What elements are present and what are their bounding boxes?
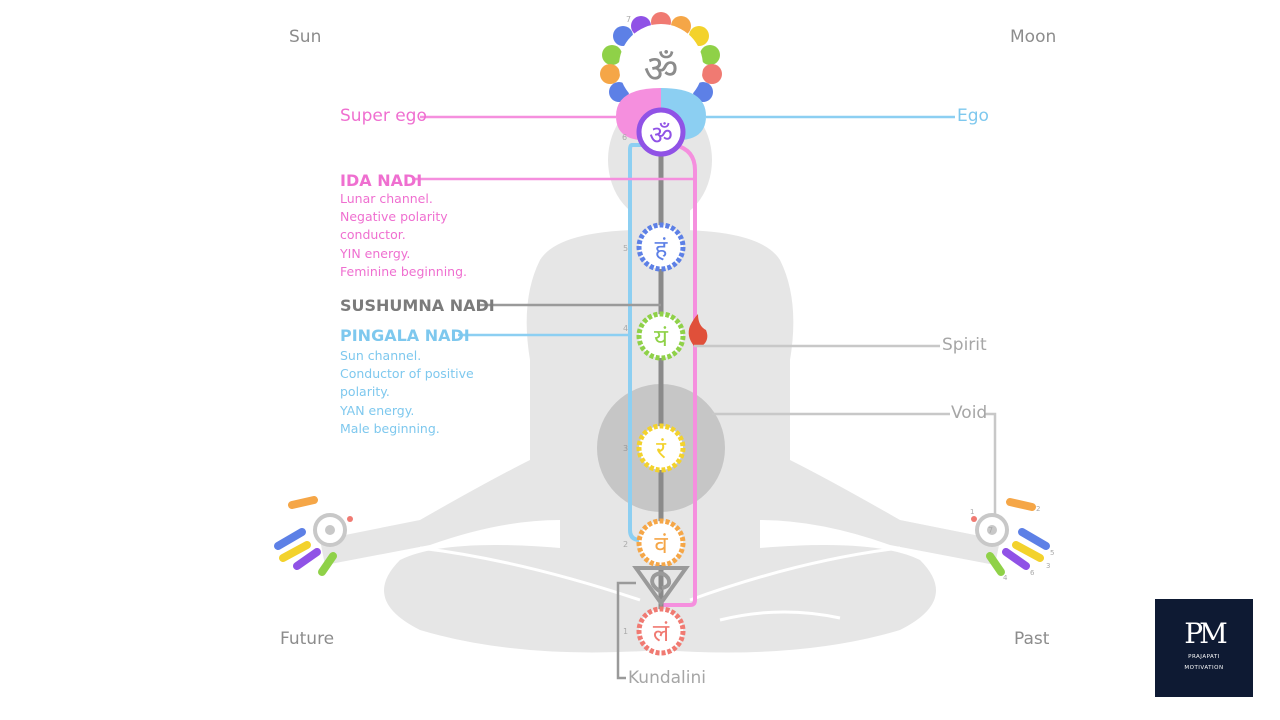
leg-lines (419, 546, 901, 622)
chakra-2-number: 2 (623, 540, 628, 549)
pingala-nadi-description: Sun channel. Conductor of positive polar… (340, 347, 490, 438)
ida-line: Lunar channel. (340, 191, 433, 206)
sun-label: Sun (289, 27, 322, 47)
pingala-line: polarity. (340, 384, 390, 400)
sushumna-nadi-title: SUSHUMNA NADI (340, 296, 495, 315)
pingala-line: YAN energy. (340, 402, 415, 418)
crown-petals (600, 12, 722, 108)
chakra-3-glyph: रं (656, 436, 667, 464)
chakra-6-glyph: ॐ (649, 121, 673, 151)
left-hand (274, 496, 353, 576)
chakra-7-glyph: ॐ (644, 47, 679, 91)
hand-number-1: 1 (970, 508, 974, 516)
pingala-nadi-title: PINGALA NADI (340, 326, 470, 345)
chakra-2-glyph: वं (654, 531, 668, 559)
hand-number-7: 7 (988, 526, 993, 535)
hand-number-3: 3 (1046, 562, 1050, 570)
logo-line-1: PRAJAPATI (1188, 654, 1220, 660)
pingala-line: Conductor of positive (340, 366, 474, 382)
void-label: Void (951, 403, 988, 423)
chakra-5-glyph: हं (655, 235, 669, 263)
ida-nadi-title: IDA NADI (340, 171, 423, 190)
chakra-1: लं 1 (623, 606, 686, 656)
past-label: Past (1014, 629, 1050, 649)
future-label: Future (280, 629, 335, 649)
moon-label: Moon (1010, 27, 1057, 47)
chakra-4-number: 4 (623, 324, 628, 333)
super-ego-label: Super ego (340, 106, 427, 126)
chakra-5-number: 5 (623, 244, 628, 253)
ida-channel (660, 143, 697, 607)
right-hand: 1 2 5 3 6 4 7 (970, 498, 1054, 582)
ida-line: conductor. (340, 227, 406, 243)
hand-number-2: 2 (1036, 505, 1040, 513)
hand-number-5: 5 (1050, 549, 1054, 557)
chakra-5: हं 5 (623, 222, 686, 272)
spirit-label: Spirit (942, 335, 987, 355)
ida-line: YIN energy. (340, 245, 411, 261)
chakra-7-number: 7 (626, 15, 631, 24)
chakra-4-glyph: यं (654, 324, 669, 352)
kundalini-triangle (632, 566, 690, 607)
hand-number-4: 4 (1003, 574, 1008, 582)
ida-nadi-description: Lunar channel. Negative polarity conduct… (340, 190, 490, 281)
pingala-line: Sun channel. (340, 348, 422, 363)
ida-line: Feminine beginning. (340, 263, 468, 279)
chakra-6-number: 6 (622, 133, 627, 142)
chakra-3: रं 3 (623, 423, 686, 473)
chakra-1-number: 1 (623, 627, 628, 636)
chakra-4: यं 4 (623, 311, 686, 361)
pingala-line: Male beginning. (340, 420, 440, 436)
logo-monogram: PM (1184, 617, 1228, 650)
chakra-2: वं 2 (623, 518, 686, 568)
logo-line-2: MOTIVATION (1184, 665, 1224, 671)
brand-logo: PM PRAJAPATI MOTIVATION (1155, 599, 1253, 697)
pingala-channel (628, 143, 656, 542)
third-eye-ring (616, 88, 706, 157)
kundalini-label: Kundalini (628, 668, 707, 688)
chakra-3-number: 3 (623, 444, 628, 453)
hand-number-6: 6 (1030, 569, 1035, 577)
chakra-1-glyph: लं (653, 619, 670, 647)
leader-lines (412, 115, 997, 680)
ida-line: Negative polarity (340, 209, 448, 225)
flame-icon (688, 314, 708, 346)
ego-label: Ego (957, 106, 989, 126)
